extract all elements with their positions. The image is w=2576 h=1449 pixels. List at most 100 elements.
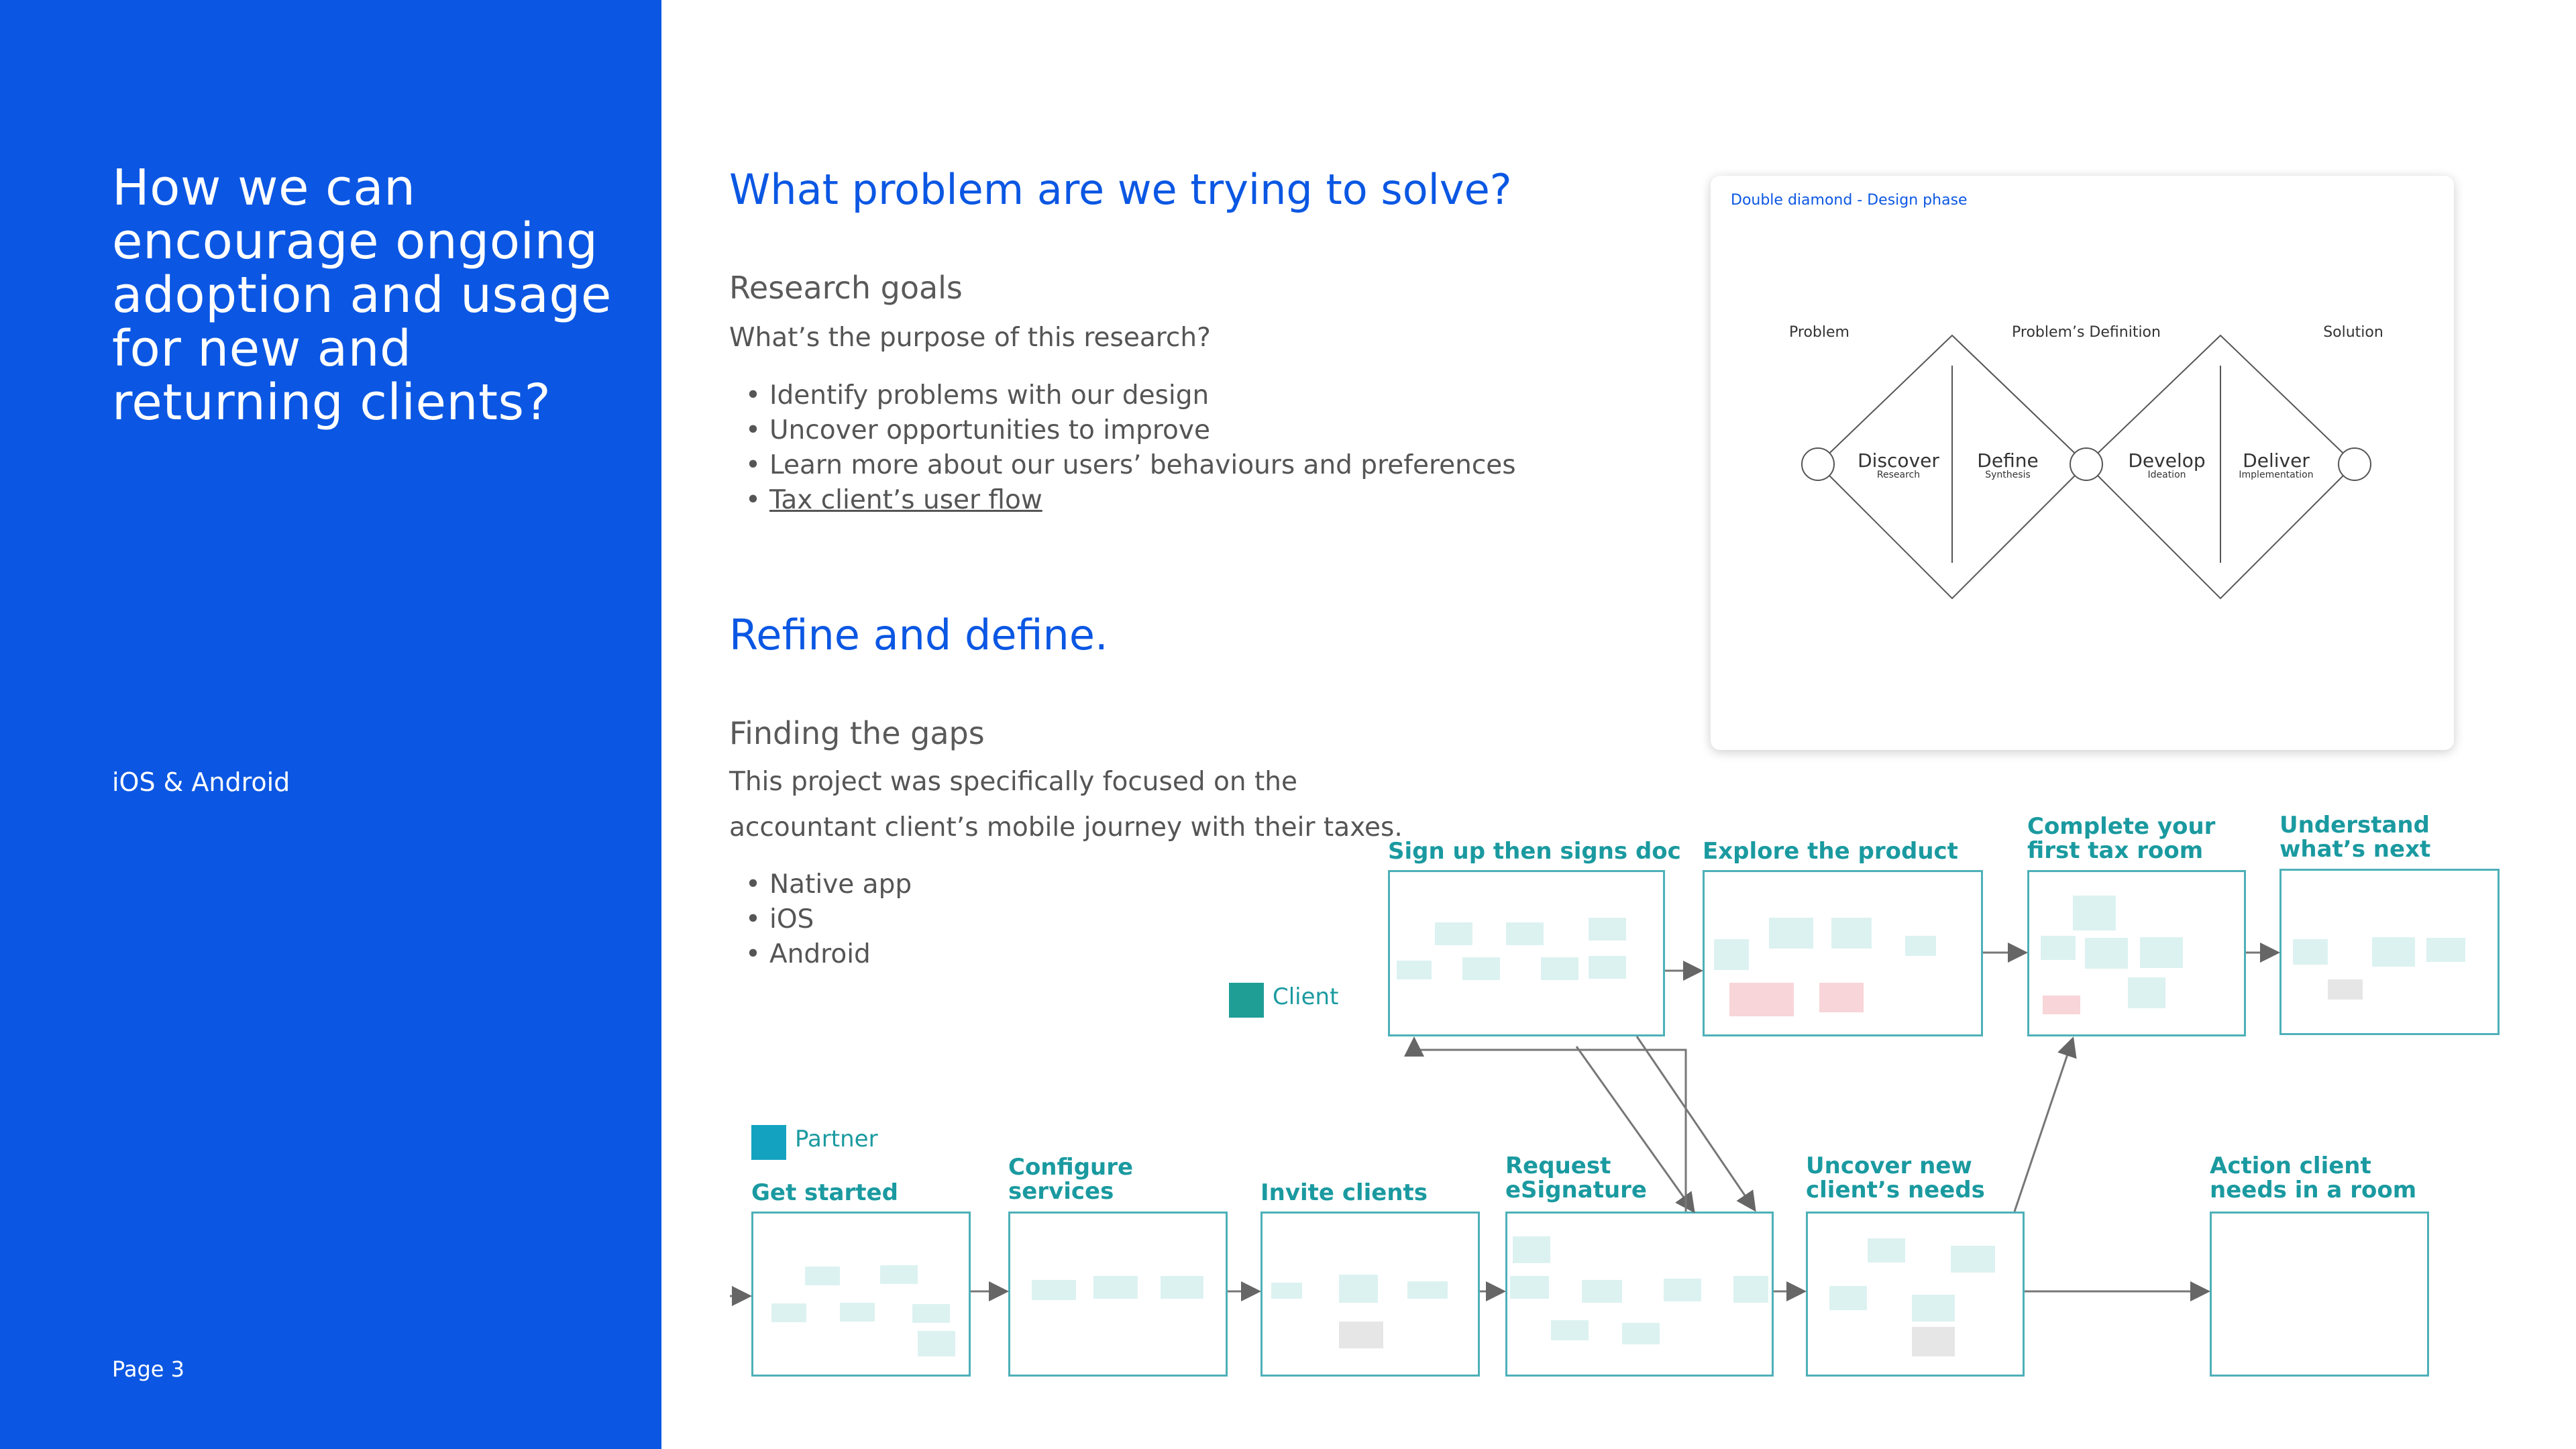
sticky-note xyxy=(880,1265,918,1284)
page-headline: How we can encourage ongoing adoption an… xyxy=(112,159,612,431)
sticky-note xyxy=(2041,936,2076,960)
stage-title-esignature: Request eSignature xyxy=(1505,1154,1647,1202)
partner-legend-swatch xyxy=(751,1125,786,1160)
sticky-note xyxy=(1435,922,1472,945)
label-solution: Solution xyxy=(2323,324,2383,341)
label-problem: Problem xyxy=(1789,324,1849,341)
stage-title-whats-next: Understand what’s next xyxy=(2279,813,2430,861)
stage-box-action xyxy=(2210,1212,2429,1377)
stage-title-configure: Configure services xyxy=(1008,1155,1133,1203)
stage-title-invite: Invite clients xyxy=(1260,1181,1428,1205)
sticky-note xyxy=(1032,1280,1076,1300)
sticky-note xyxy=(918,1331,955,1356)
sticky-note xyxy=(2426,938,2465,962)
stage-title-line: Request xyxy=(1505,1152,1611,1179)
stage-title-line: what’s next xyxy=(2279,836,2431,863)
sticky-note xyxy=(1506,922,1544,945)
refine-paragraph-line1: This project was specifically focused on… xyxy=(729,767,1297,797)
double-diamond-title: Double diamond - Design phase xyxy=(1731,192,1968,209)
stage-title-line: Configure xyxy=(1008,1154,1134,1181)
phase-define: Define xyxy=(1977,449,2038,472)
stage-title-line: Sign up then signs doc xyxy=(1388,838,1681,865)
client-legend-swatch xyxy=(1229,983,1264,1018)
stage-title-line: Explore the product xyxy=(1703,838,1958,865)
stage-title-line: Action client xyxy=(2210,1152,2371,1179)
end-node xyxy=(2338,447,2371,481)
sticky-note xyxy=(805,1267,840,1285)
left-panel: How we can encourage ongoing adoption an… xyxy=(0,0,661,1449)
list-item: iOS xyxy=(729,902,912,937)
sticky-note xyxy=(1714,939,1749,970)
sticky-note xyxy=(1819,983,1864,1012)
sticky-note xyxy=(1912,1327,1955,1356)
sticky-note xyxy=(2128,977,2165,1008)
sticky-note xyxy=(1829,1286,1867,1310)
phase-develop: Develop xyxy=(2128,449,2205,472)
stage-title-line: eSignature xyxy=(1505,1177,1647,1203)
stage-title-line: Uncover new xyxy=(1806,1152,1972,1179)
stage-title-line: services xyxy=(1008,1178,1114,1205)
phase-deliver-sub: Implementation xyxy=(2239,470,2313,480)
stage-title-line: Understand xyxy=(2279,812,2430,839)
sticky-note xyxy=(2328,979,2363,1000)
stage-title-uncover: Uncover new client’s needs xyxy=(1806,1154,1985,1202)
sticky-note xyxy=(2073,896,2116,930)
sticky-note xyxy=(1407,1281,1448,1299)
sticky-note xyxy=(771,1303,806,1322)
research-goals-heading: Research goals xyxy=(729,270,963,306)
stage-title-explore: Explore the product xyxy=(1703,839,1958,863)
sticky-note xyxy=(1729,983,1794,1016)
list-item: Identify problems with our design xyxy=(729,378,1516,413)
phase-develop-sub: Ideation xyxy=(2147,470,2186,480)
refine-heading: Refine and define. xyxy=(729,610,1108,659)
stage-title-line: client’s needs xyxy=(1806,1177,1985,1203)
sticky-note xyxy=(1339,1275,1378,1303)
list-item: Native app xyxy=(729,867,912,902)
stage-title-line: Get started xyxy=(751,1179,898,1206)
refine-paragraph-line2: accountant client’s mobile journey with … xyxy=(729,812,1403,843)
sticky-note xyxy=(1271,1283,1302,1299)
arrow-invite-to-explore xyxy=(1635,1036,1756,1212)
sticky-note xyxy=(1397,961,1432,979)
label-problem-definition: Problem’s Definition xyxy=(2012,324,2161,341)
sticky-note xyxy=(840,1303,875,1322)
problem-heading: What problem are we trying to solve? xyxy=(729,165,1512,214)
sticky-note xyxy=(1161,1276,1203,1299)
sticky-note xyxy=(2140,937,2183,968)
list-item[interactable]: Tax client’s user flow xyxy=(729,483,1516,518)
research-goals-list: Identify problems with our design Uncove… xyxy=(729,378,1516,518)
sticky-note xyxy=(1622,1323,1660,1344)
sticky-note xyxy=(1582,1280,1622,1303)
sticky-note xyxy=(1868,1238,1905,1263)
sticky-note xyxy=(1733,1276,1768,1303)
stage-title-get-started: Get started xyxy=(751,1181,898,1205)
sticky-note xyxy=(1769,918,1813,949)
double-diamond-card: Double diamond - Design phase Problem Pr… xyxy=(1711,176,2454,750)
sticky-note xyxy=(2293,939,2328,965)
sticky-note xyxy=(1831,918,1872,949)
phase-discover: Discover xyxy=(1858,449,1939,472)
client-legend-label: Client xyxy=(1273,983,1339,1010)
phase-discover-sub: Research xyxy=(1877,470,1920,480)
stage-title-line: Invite clients xyxy=(1260,1179,1428,1206)
sticky-note xyxy=(1589,956,1626,979)
start-node xyxy=(1801,447,1835,481)
sticky-note xyxy=(1510,1276,1549,1299)
partner-legend-label: Partner xyxy=(795,1126,878,1152)
list-item: Android xyxy=(729,937,912,972)
sticky-note xyxy=(1541,957,1578,980)
sticky-note xyxy=(1912,1295,1955,1322)
research-purpose-text: What’s the purpose of this research? xyxy=(729,323,1211,353)
double-diamond-diagram: Problem Problem’s Definition Solution Di… xyxy=(1789,324,2383,600)
mid-node xyxy=(2070,447,2103,481)
sticky-note xyxy=(1551,1320,1589,1340)
page-number: Page 3 xyxy=(112,1356,184,1382)
sticky-note xyxy=(2085,938,2128,969)
sticky-note xyxy=(2372,937,2415,967)
tax-user-flow-link[interactable]: Tax client’s user flow xyxy=(769,485,1042,515)
stage-title-line: needs in a room xyxy=(2210,1177,2417,1203)
stage-title-first-tax-room: Complete your first tax room xyxy=(2027,814,2215,863)
sticky-note xyxy=(1339,1322,1383,1348)
list-item: Learn more about our users’ behaviours a… xyxy=(729,448,1516,483)
sticky-note xyxy=(1905,936,1936,956)
